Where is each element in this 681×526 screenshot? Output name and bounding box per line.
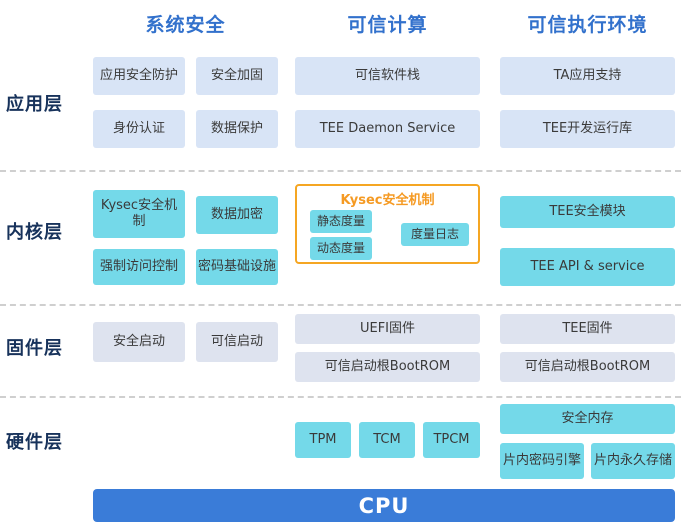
box-tee-api-service: TEE API & service [500,248,675,286]
box-static-measurement: 静态度量 [310,210,372,233]
box-trusted-bootrom-tee: 可信启动根BootROM [500,352,675,382]
column-title-trusted-execution-env: 可信执行环境 [527,13,648,36]
cpu-bar: CPU [93,489,675,522]
box-uefi-firmware: UEFI固件 [295,314,480,344]
column-title-trusted-computing: 可信计算 [347,13,428,36]
box-tee-daemon-service: TEE Daemon Service [295,110,480,148]
box-tee-dev-runtime-lib: TEE开发运行库 [500,110,675,148]
layer-label-firmware: 固件层 [6,338,63,359]
box-onchip-crypto-engine: 片内密码引擎 [500,443,584,479]
divider-firmware-hardware [0,396,681,398]
box-trusted-boot: 可信启动 [196,322,278,362]
box-tpcm: TPCM [423,422,480,458]
box-tpm: TPM [295,422,351,458]
layer-label-hardware: 硬件层 [6,432,63,453]
box-identity-authentication: 身份认证 [93,110,185,148]
box-data-protection: 数据保护 [196,110,278,148]
box-tcm: TCM [359,422,415,458]
box-crypto-infrastructure: 密码基础设施 [196,249,278,285]
divider-app-kernel [0,170,681,172]
box-ta-app-support: TA应用支持 [500,57,675,95]
box-app-security-protection: 应用安全防护 [93,57,185,95]
box-secure-boot: 安全启动 [93,322,185,362]
group-kysec-title: Kysec安全机制 [340,193,435,208]
box-secure-memory: 安全内存 [500,404,675,434]
group-kysec-security-mechanism: Kysec安全机制 静态度量 动态度量 度量日志 [295,184,480,264]
box-kysec-security-mechanism: Kysec安全机制 [93,190,185,238]
layer-label-application: 应用层 [6,94,63,115]
box-tee-security-module: TEE安全模块 [500,196,675,228]
box-data-encryption: 数据加密 [196,196,278,234]
box-trusted-software-stack: 可信软件栈 [295,57,480,95]
box-tee-firmware: TEE固件 [500,314,675,344]
column-title-system-security: 系统安全 [145,13,226,36]
layer-label-kernel: 内核层 [6,222,63,243]
box-security-hardening: 安全加固 [196,57,278,95]
box-onchip-persistent-storage: 片内永久存储 [591,443,675,479]
divider-kernel-firmware [0,304,681,306]
box-dynamic-measurement: 动态度量 [310,237,372,260]
box-measurement-log: 度量日志 [401,223,469,246]
box-mandatory-access-control: 强制访问控制 [93,249,185,285]
box-trusted-bootrom-tc: 可信启动根BootROM [295,352,480,382]
